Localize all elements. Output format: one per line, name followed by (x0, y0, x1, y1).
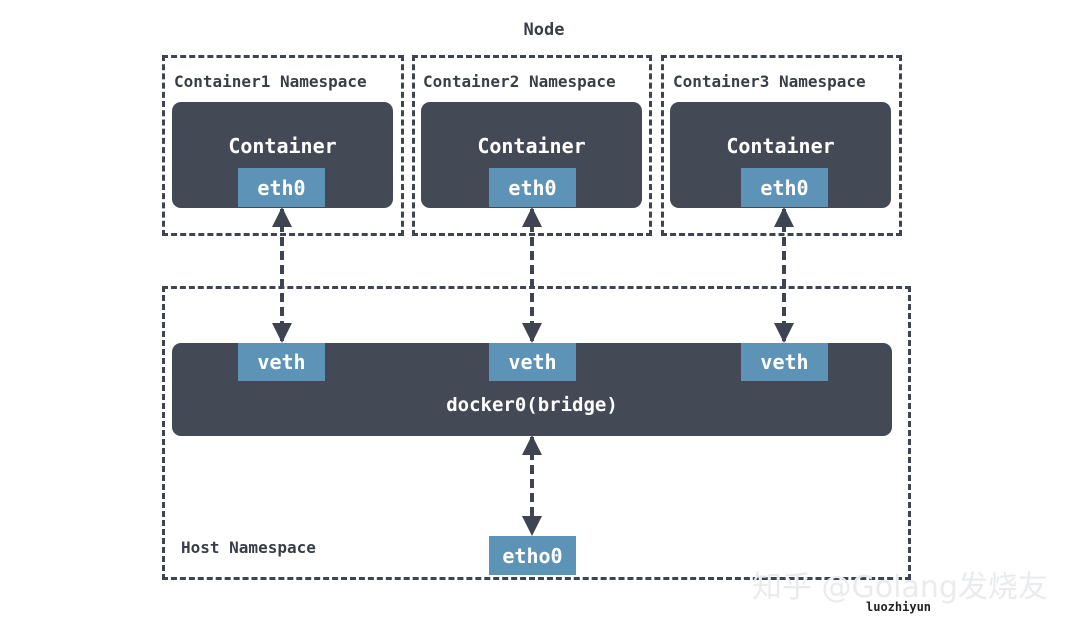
container3-eth0: eth0 (741, 168, 828, 207)
host-namespace-label: Host Namespace (181, 538, 316, 557)
veth-2: veth (489, 343, 576, 381)
watermark-text: 知乎 @Golang发烧友 (752, 570, 1048, 605)
veth-3: veth (741, 343, 828, 381)
container1-namespace-label: Container1 Namespace (174, 72, 367, 91)
node-title: Node (523, 20, 565, 40)
host-etho0: etho0 (489, 536, 576, 575)
container2-namespace-label: Container2 Namespace (423, 72, 616, 91)
container3-title: Container (726, 134, 835, 158)
container1-title: Container (228, 134, 337, 158)
docker0-bridge-label: docker0(bridge) (446, 394, 618, 416)
container3-namespace-label: Container3 Namespace (673, 72, 866, 91)
container2-title: Container (477, 134, 586, 158)
container2-eth0: eth0 (489, 168, 576, 207)
watermark-user: luozhiyun (866, 600, 932, 614)
container1-eth0: eth0 (238, 168, 325, 207)
veth-1: veth (238, 343, 325, 381)
